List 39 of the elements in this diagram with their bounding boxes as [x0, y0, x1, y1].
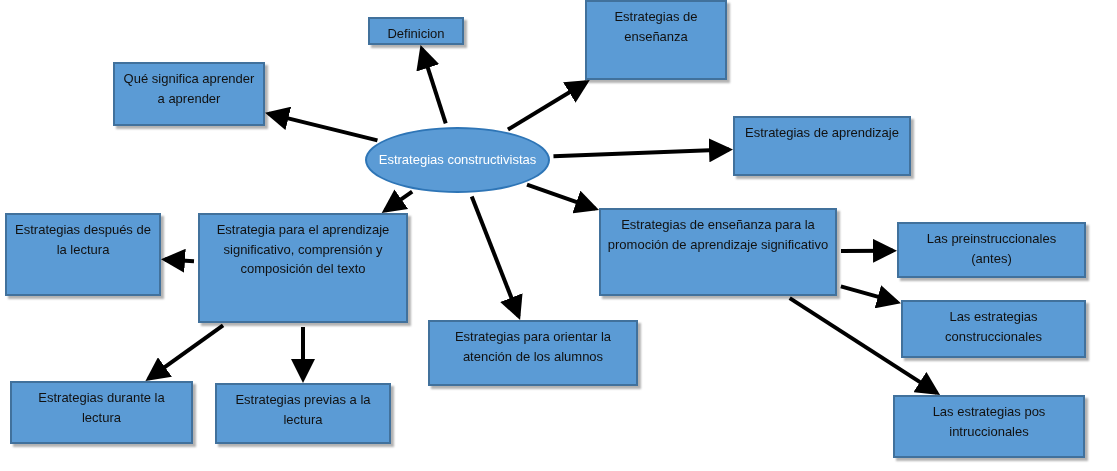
node-text: Estrategias previas a la lectura: [234, 391, 372, 429]
arrow: [291, 327, 315, 383]
node-text: Estrategias constructivistas: [378, 151, 537, 170]
concept-box: [901, 300, 1086, 358]
concept-box: [599, 208, 837, 296]
node-text: Estrategias durante la lectura: [37, 389, 166, 427]
concept-box: [198, 213, 408, 323]
node-text: Estrategias para orientar la atención de los alumnos: [453, 328, 613, 366]
arrow: [161, 248, 195, 273]
arrow: [553, 138, 733, 163]
arrow: [506, 80, 590, 132]
concept-box: [215, 383, 391, 444]
node-text: Estrategia para el aprendizaje significativo, comprensión y composición del texto: [215, 221, 391, 278]
concept-box: [368, 17, 464, 45]
arrow: [265, 106, 378, 143]
node-text: Estrategias de enseñanza: [613, 8, 699, 46]
arrow: [788, 296, 941, 395]
concept-box: [113, 62, 265, 126]
arrow: [841, 238, 897, 263]
concept-box: [428, 320, 638, 386]
node-text: Estrategias de enseñanza para la promoción de aprendizaje significativo: [607, 216, 829, 254]
arrow: [840, 284, 901, 309]
concept-box: [733, 116, 911, 176]
concept-box: [10, 381, 193, 444]
arrow: [526, 182, 599, 214]
concept-box: [897, 222, 1086, 278]
arrow: [145, 323, 225, 381]
concept-box: [585, 0, 727, 80]
node-text: Las estrategias pos intruccionales: [931, 403, 1047, 441]
node-text: Estrategias después de la lectura: [14, 221, 152, 259]
arrow: [416, 45, 448, 125]
node-text: Las estrategias construccionales: [944, 308, 1043, 346]
node-text: Qué significa aprender a aprender: [122, 70, 256, 108]
arrow: [469, 195, 523, 320]
concept-box: [5, 213, 161, 296]
node-text: Definicion: [387, 25, 445, 43]
node-text: Estrategias de aprendizaje: [745, 124, 899, 142]
node-text: Las preinstruccionales (antes): [925, 230, 1058, 268]
concept-box: [893, 395, 1085, 458]
